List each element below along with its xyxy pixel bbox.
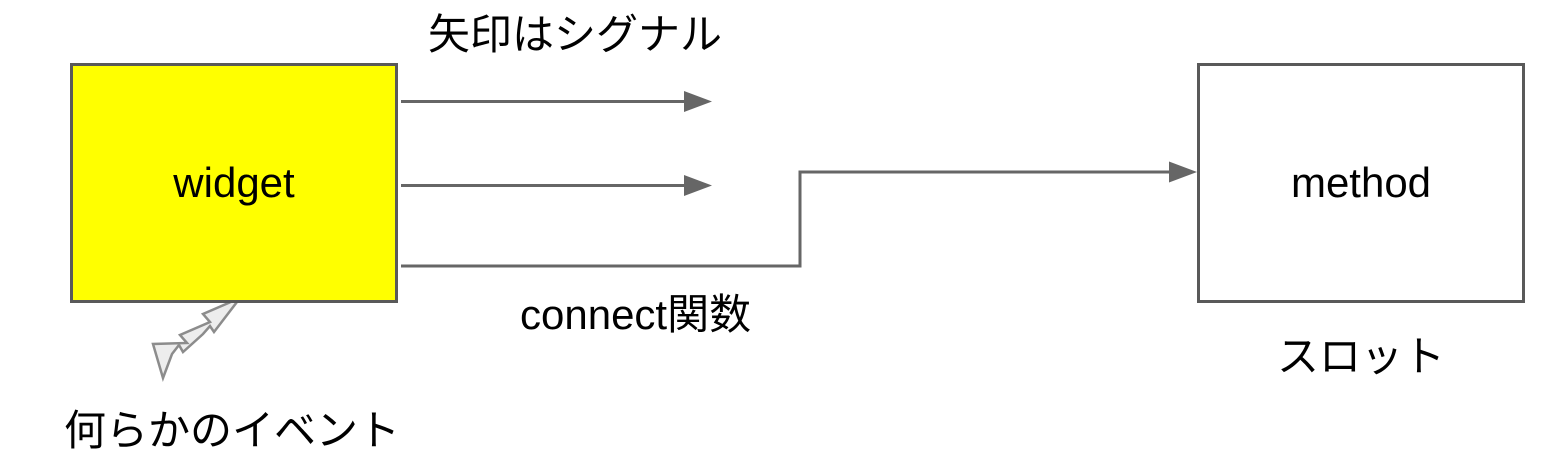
connect-caption: connect関数 (520, 291, 752, 338)
widget-box-label: widget (173, 159, 295, 206)
method-box-label: method (1290, 159, 1432, 206)
slot-caption: スロット (1276, 333, 1445, 380)
signal-arrow-2-head (684, 175, 712, 196)
event-caption: 何らかのイベント (64, 407, 401, 454)
lightning-bolt-icon (151, 294, 244, 382)
connect-connector-line (401, 170, 1170, 268)
method-box: method (1197, 63, 1525, 303)
signal-caption: 矢印はシグナル (428, 11, 723, 58)
signal-arrow-1-head (684, 91, 712, 112)
widget-box: widget (70, 63, 398, 303)
connect-connector-head (1169, 161, 1197, 183)
